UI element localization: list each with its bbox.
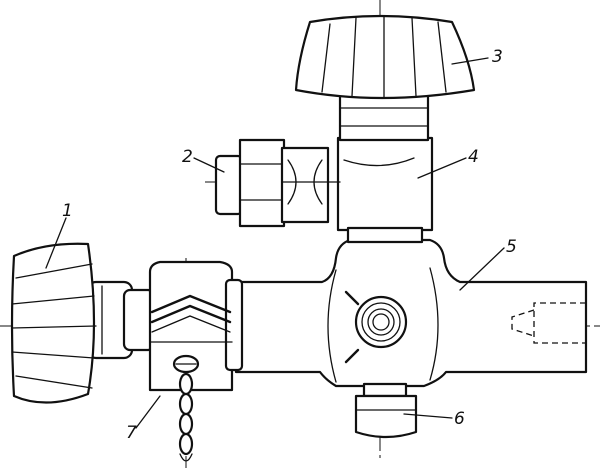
callout-labels: 1 2 3 4 5 6 7: [62, 47, 517, 443]
callout-2: 2: [182, 147, 193, 167]
main-valve-body: [234, 238, 588, 388]
callout-3: 3: [492, 47, 503, 67]
callout-7: 7: [126, 423, 137, 443]
callout-6: 6: [454, 409, 465, 429]
upper-valve-body: [336, 136, 434, 244]
bottom-nipple: [354, 382, 418, 439]
callout-4: 4: [468, 147, 479, 167]
left-collar: [86, 280, 156, 360]
leader-lines: [45, 57, 505, 429]
callout-5: 5: [506, 237, 517, 257]
stem: [338, 90, 430, 142]
callout-1: 1: [62, 201, 73, 221]
side-plug: [214, 138, 341, 228]
handwheel-left: [10, 242, 97, 404]
handwheel-top: [294, 14, 476, 100]
cap-with-chain: [148, 260, 244, 462]
